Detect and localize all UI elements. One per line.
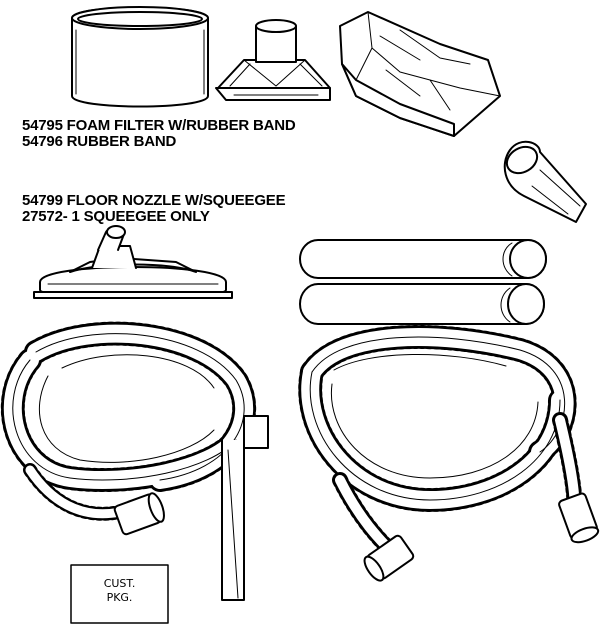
hose-coil-left-illustration: [13, 334, 268, 600]
crevice-tool-illustration: [502, 142, 586, 222]
foam-filter-part-label: 54795 FOAM FILTER W/RUBBER BAND 54796 RU…: [22, 118, 296, 150]
floor-nozzle-illustration: [34, 226, 232, 298]
adapter-nozzle-illustration: [216, 20, 330, 100]
foam-filter-illustration: [72, 7, 208, 107]
extension-wand-bottom-illustration: [300, 284, 544, 324]
foam-filter-part-line1: 54795 FOAM FILTER W/RUBBER BAND: [22, 117, 296, 134]
package-label-line2: PKG.: [106, 591, 133, 604]
customer-package-box: [71, 565, 168, 623]
floor-nozzle-part-line2: 27572- 1 SQUEEGEE ONLY: [22, 208, 210, 225]
filter-bag-illustration: [340, 12, 500, 136]
customer-package-label: CUST. PKG.: [71, 577, 168, 605]
floor-nozzle-part-line1: 54799 FLOOR NOZZLE W/SQUEEGEE: [22, 192, 286, 209]
floor-nozzle-part-label: 54799 FLOOR NOZZLE W/SQUEEGEE 27572- 1 S…: [22, 192, 286, 225]
package-label-line1: CUST.: [103, 577, 136, 590]
foam-filter-part-line2: 54796 RUBBER BAND: [22, 133, 177, 150]
extension-wand-top-illustration: [300, 240, 546, 278]
hose-coil-right-illustration: [310, 337, 600, 584]
